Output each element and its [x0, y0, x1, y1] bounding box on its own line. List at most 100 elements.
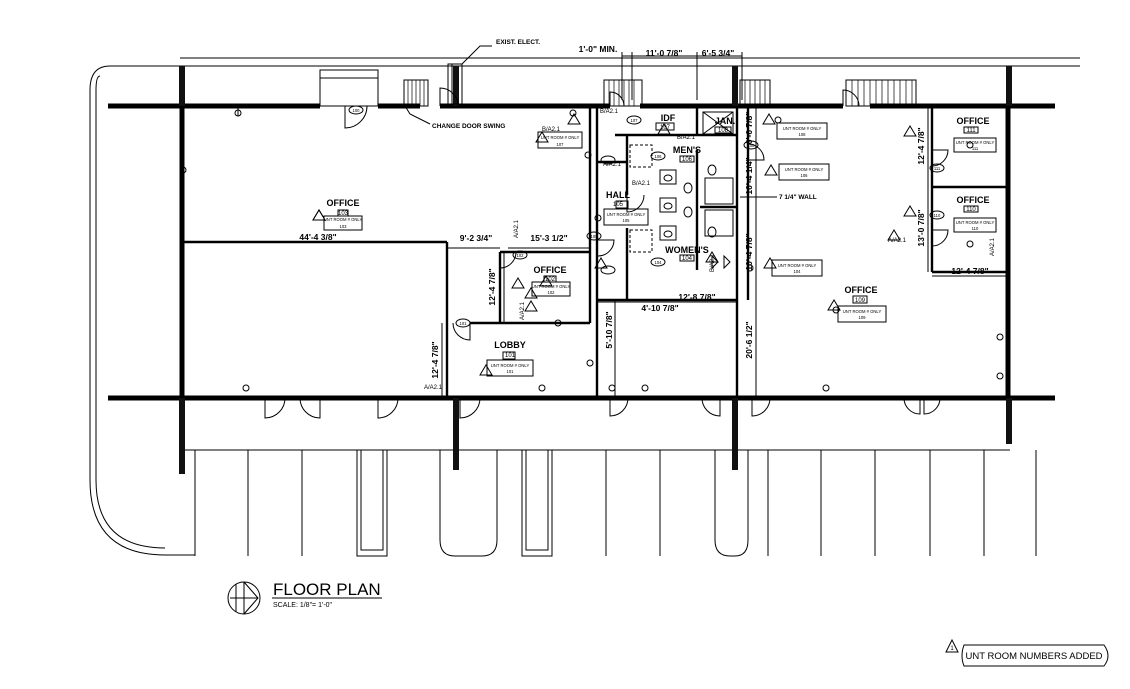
change-door-leader — [404, 105, 431, 125]
ref-a-109: A/A2.1 — [888, 238, 907, 244]
dim-6ft-b: 6'-0 7/8" — [744, 112, 754, 145]
revision-number: 1 — [950, 646, 954, 652]
door-number: 104 — [655, 260, 663, 265]
room-tagnum-102: 102 — [548, 290, 556, 295]
room-name-108: JAN. — [715, 116, 736, 126]
room-name-105: HALL — [606, 190, 630, 200]
room-tagnum-110: 110 — [972, 226, 979, 231]
section-markers — [179, 108, 1004, 392]
room-name-106: MEN'S — [673, 145, 701, 155]
dim-12ft-e: 12'-4 7/8" — [951, 266, 988, 276]
door-number: 107 — [631, 118, 639, 123]
room-name-102: OFFICE — [534, 265, 567, 275]
sidewalk-outline — [89, 65, 195, 556]
dim-12ft-b: 12'-4 7/8" — [430, 341, 440, 378]
room-name-110: OFFICE — [957, 195, 990, 205]
dim-10ft-a: 10'-4 1/4" — [744, 157, 754, 194]
dim-11ft: 11'-0 7/8" — [646, 48, 683, 58]
room-tag-103: UNT ROOM # ONLY — [324, 217, 363, 222]
scale-note: SCALE: 1/8"= 1'-0" — [273, 602, 333, 609]
ref-b-top: B/A2.1 — [600, 109, 619, 115]
room-tag-107: UNT ROOM # ONLY — [541, 135, 580, 140]
exterior-stairs — [319, 69, 917, 107]
ref-a-right: A/A2.1 — [990, 237, 996, 256]
dim-12ft-d: 12'-4 7/8" — [916, 127, 926, 164]
room-number-106: 106 — [682, 157, 693, 163]
door-number: 111 — [934, 166, 941, 171]
door-swings — [264, 87, 949, 419]
title-block — [227, 581, 382, 615]
room-tag-110: UNT ROOM # ONLY — [956, 220, 995, 225]
room-tag-111: UNT ROOM # ONLY — [956, 140, 995, 145]
room-number-101: 101 — [505, 353, 516, 359]
dim-10ft-b: 10'-4 7/8" — [744, 233, 754, 270]
dim-9ft: 9'-2 3/4" — [460, 233, 493, 243]
room-tagnum-107: 107 — [557, 142, 565, 147]
dim-4ft: 4'-10 7/8" — [641, 303, 678, 313]
room-tagnum-109: 109 — [859, 315, 867, 320]
room-tag-109: UNT ROOM # ONLY — [843, 309, 882, 314]
ref-b-upper: B/A2.1 — [542, 127, 561, 133]
ref-b-hall: B/A2.1 — [632, 181, 651, 187]
dim-12ft-c: 12'-8 7/8" — [678, 292, 715, 302]
dim-12ft-a: 12'-4 7/8" — [487, 268, 497, 305]
revision-text: UNT ROOM NUMBERS ADDED — [965, 651, 1102, 662]
electrical-enclosure — [447, 45, 492, 105]
room-tagnum-105: 105 — [623, 218, 631, 223]
room-tag-106: UNT ROOM # ONLY — [785, 167, 824, 172]
room-tag-102: UNT ROOM # ONLY — [532, 284, 571, 289]
room-tag-108: UNT ROOM # ONLY — [783, 126, 822, 131]
room-number-105: 105 — [613, 202, 624, 208]
room-name-109: OFFICE — [845, 285, 878, 295]
ref-a-office2: A/A2.1 — [520, 301, 526, 320]
interior-walls — [182, 106, 1008, 398]
title: FLOOR PLAN — [273, 580, 381, 599]
dim-1ft-min: 1'-0" MIN. — [579, 44, 618, 54]
room-number-103: 103 — [338, 211, 349, 217]
note-wall: 7 1/4" WALL — [779, 194, 817, 201]
room-tagnum-106: 106 — [801, 173, 809, 178]
room-tagnum-103: 103 — [340, 224, 348, 229]
ref-a-lobby: A/A2.1 — [424, 385, 443, 391]
ref-b-women: B/A2.1 — [710, 253, 716, 272]
room-name-103: OFFICE — [327, 198, 360, 208]
ref-a-hall: A/A2.1 — [603, 162, 622, 168]
room-number-110: 110 — [966, 207, 976, 213]
dim-6ft: 6'-5 3/4" — [702, 48, 735, 58]
ref-b-idf: B/A2.1 — [677, 135, 696, 141]
room-tag-101: UNT ROOM # ONLY — [491, 363, 530, 368]
dim-13ft: 13'-0 7/8" — [916, 209, 926, 246]
dimension-lines — [182, 52, 1008, 398]
room-name-101: LOBBY — [494, 340, 526, 350]
door-number: 110 — [934, 213, 941, 218]
door-number: 102 — [517, 253, 525, 258]
room-tagnum-104: 104 — [794, 269, 802, 274]
revision-cloud — [945, 638, 1109, 667]
dim-44ft: 44'-4 3/8" — [299, 232, 336, 242]
door-number: 106 — [655, 154, 663, 159]
room-name-107: IDF — [661, 113, 676, 123]
room-number-111: 111 — [966, 128, 976, 134]
revision-triangles — [312, 209, 538, 299]
room-name-111: OFFICE — [957, 116, 990, 126]
parking-stalls — [180, 449, 1037, 557]
room-tagnum-101: 101 — [507, 369, 515, 374]
door-number: 108 — [748, 143, 756, 148]
room-name-104: WOMEN'S — [665, 245, 709, 255]
dim-20ft: 20'-6 1/2" — [744, 321, 754, 358]
door-tags — [348, 105, 945, 328]
room-tag-boxes — [323, 122, 997, 377]
note-exist-elect: EXIST. ELECT. — [496, 39, 540, 46]
sidewalk-inner — [95, 75, 166, 549]
room-number-109: 109 — [855, 298, 866, 304]
door-number: 100 — [353, 108, 361, 113]
note-change-door-swing: CHANGE DOOR SWING — [432, 123, 505, 130]
dim-15ft: 15'-3 1/2" — [530, 233, 567, 243]
room-tagnum-108: 108 — [799, 132, 807, 137]
room-tagnum-111: 111 — [972, 146, 979, 151]
columns — [179, 66, 1012, 474]
room-number-108: 108 — [718, 128, 729, 134]
room-tag-105: UNT ROOM # ONLY — [607, 212, 646, 217]
restroom-fixtures — [629, 111, 734, 253]
